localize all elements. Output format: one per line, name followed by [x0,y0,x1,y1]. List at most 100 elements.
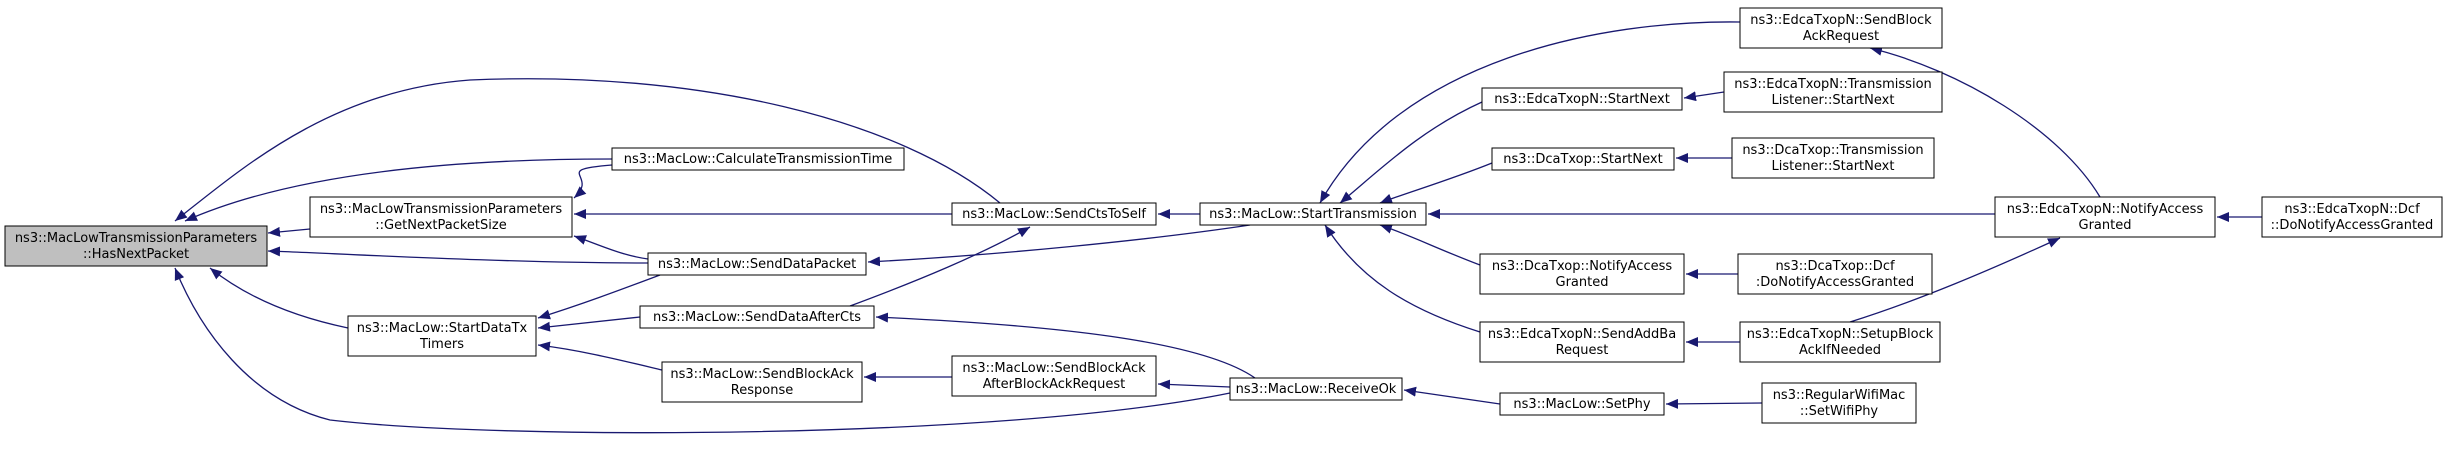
node-label-line: AckRequest [1803,29,1879,44]
node-setphy[interactable]: ns3::MacLow::SetPhy [1499,392,1665,416]
edge-edcanotify-to-sendblockackreq [1869,45,2101,198]
node-label-line: ::SetWifiPhy [1800,404,1879,419]
node-box [1731,137,1935,179]
edge-startdatatx-to-hasnext [209,267,349,329]
edge-receiveok-to-senddataaftercts [875,312,1256,379]
node-receiveok[interactable]: ns3::MacLow::ReceiveOk [1229,377,1403,401]
node-getnext[interactable]: ns3::MacLowTransmissionParameters::GetNe… [309,196,573,238]
edge-setupblockack-to-edcanotify [1849,237,2061,323]
node-box [1739,7,1943,49]
node-label-line: AckIfNeeded [1799,343,1881,358]
node-label-line: ::GetNextPacketSize [375,218,506,233]
node-calc[interactable]: ns3::MacLow::CalculateTransmissionTime [611,147,905,171]
node-senddata[interactable]: ns3::MacLow::SendDataPacket [647,252,867,276]
node-box [4,225,268,267]
node-box [661,361,863,403]
nodes-layer: ns3::MacLowTransmissionParameters::HasNe… [4,7,2443,424]
node-label-line: ns3::RegularWifiMac [1773,388,1906,403]
node-label-line: ns3::MacLow::SendDataAfterCts [653,310,861,325]
edge-receiveok-to-hasnext [174,267,1231,434]
node-box [1481,87,1683,111]
node-label-line: Response [731,383,793,398]
node-label-line: ns3::MacLow::SendBlockAck [962,361,1146,376]
edge-sendblockackresp-to-startdatatx [537,341,663,371]
node-label-line: ns3::MacLow::CalculateTransmissionTime [624,152,893,167]
node-senddataaftercts[interactable]: ns3::MacLow::SendDataAfterCts [639,305,875,329]
node-label-line: ::DoNotifyAccessGranted [2271,218,2434,233]
node-setwifiphy[interactable]: ns3::RegularWifiMac::SetWifiPhy [1761,382,1917,424]
edge-receiveok-to-sendblockackafter [1157,379,1231,390]
node-label-line: ns3::EdcaTxopN::NotifyAccess [2007,202,2204,217]
edge-senddata-to-startdatatx [537,274,661,320]
node-label-line: ns3::MacLowTransmissionParameters [15,231,258,246]
edge-sendcts-to-hasnext [174,78,1001,222]
node-box [1491,147,1675,171]
edge-calc-to-hasnext [184,158,613,222]
node-edcatlstartnext[interactable]: ns3::EdcaTxopN::TransmissionListener::St… [1723,71,1943,113]
edge-senddataaftercts-to-startdatatx [537,316,641,332]
node-label-line: ns3::MacLow::SetPhy [1513,397,1650,412]
node-box [347,315,537,357]
edge-senddata-to-hasnext [267,246,649,264]
edge-setwifiphy-to-setphy [1665,398,1763,409]
node-sendblockackafter[interactable]: ns3::MacLow::SendBlockAckAfterBlockAckRe… [951,355,1157,397]
node-dcastartnext[interactable]: ns3::DcaTxop::StartNext [1491,147,1675,171]
node-label-line: ns3::EdcaTxopN::Transmission [1734,77,1932,92]
node-box [1199,202,1427,226]
node-label-line: Request [1556,343,1609,358]
node-box [1229,377,1403,401]
edge-sendblockackreq-to-starttx [1319,21,1741,204]
edge-starttx-to-senddata [867,224,1251,267]
edge-edcastartnext-to-starttx [1339,101,1483,204]
node-box [1761,382,1917,424]
node-box [951,202,1157,226]
node-label-line: ::HasNextPacket [83,247,189,262]
node-sendcts[interactable]: ns3::MacLow::SendCtsToSelf [951,202,1157,226]
node-label-line: Listener::StartNext [1772,159,1895,174]
node-label-line: ns3::EdcaTxopN::SetupBlock [1747,327,1934,342]
node-box [309,196,573,238]
node-label-line: ns3::MacLowTransmissionParameters [320,202,563,217]
node-label-line: ns3::EdcaTxopN::StartNext [1494,92,1670,107]
edge-dcastartnext-to-starttx [1379,162,1493,204]
node-label-line: ns3::MacLow::ReceiveOk [1236,382,1397,397]
node-box [951,355,1157,397]
node-hasnext[interactable]: ns3::MacLowTransmissionParameters::HasNe… [4,225,268,267]
node-label-line: ns3::MacLow::SendCtsToSelf [962,207,1146,222]
node-box [647,252,867,276]
node-label-line: ns3::EdcaTxopN::SendAddBa [1488,327,1676,342]
node-dcatlstartnext[interactable]: ns3::DcaTxop::TransmissionListener::Star… [1731,137,1935,179]
node-label-line: ns3::DcaTxop::Dcf [1775,259,1895,274]
node-label-line: ns3::MacLow::StartTransmission [1209,207,1417,222]
node-label-line: AfterBlockAckRequest [983,377,1126,392]
edge-getnext-to-hasnext [267,226,311,237]
edge-setphy-to-receiveok [1403,386,1501,405]
node-box [639,305,875,329]
node-starttx[interactable]: ns3::MacLow::StartTransmission [1199,202,1427,226]
edge-calc-to-getnext [573,164,613,199]
node-edcadcf[interactable]: ns3::EdcaTxopN::Dcf::DoNotifyAccessGrant… [2261,196,2443,238]
node-label-line: ns3::MacLow::SendBlockAck [670,367,854,382]
node-box [611,147,905,171]
node-label-line: :DoNotifyAccessGranted [1756,275,1914,290]
edge-edcatlstartnext-to-edcastartnext [1683,91,1725,102]
node-box [1723,71,1943,113]
node-edcanotify[interactable]: ns3::EdcaTxopN::NotifyAccessGranted [1994,196,2216,238]
edge-senddataaftercts-to-sendcts [849,226,1031,307]
node-box [1737,253,1933,295]
node-box [1994,196,2216,238]
node-label-line: Listener::StartNext [1772,93,1895,108]
node-dcadcf[interactable]: ns3::DcaTxop::Dcf:DoNotifyAccessGranted [1737,253,1933,295]
node-label-line: ns3::MacLow::SendDataPacket [658,257,856,272]
node-label-line: ns3::MacLow::StartDataTx [357,321,528,336]
node-dcanotify[interactable]: ns3::DcaTxop::NotifyAccessGranted [1479,253,1685,295]
node-box [1479,321,1685,363]
node-label-line: ns3::DcaTxop::Transmission [1742,143,1923,158]
node-edcastartnext[interactable]: ns3::EdcaTxopN::StartNext [1481,87,1683,111]
